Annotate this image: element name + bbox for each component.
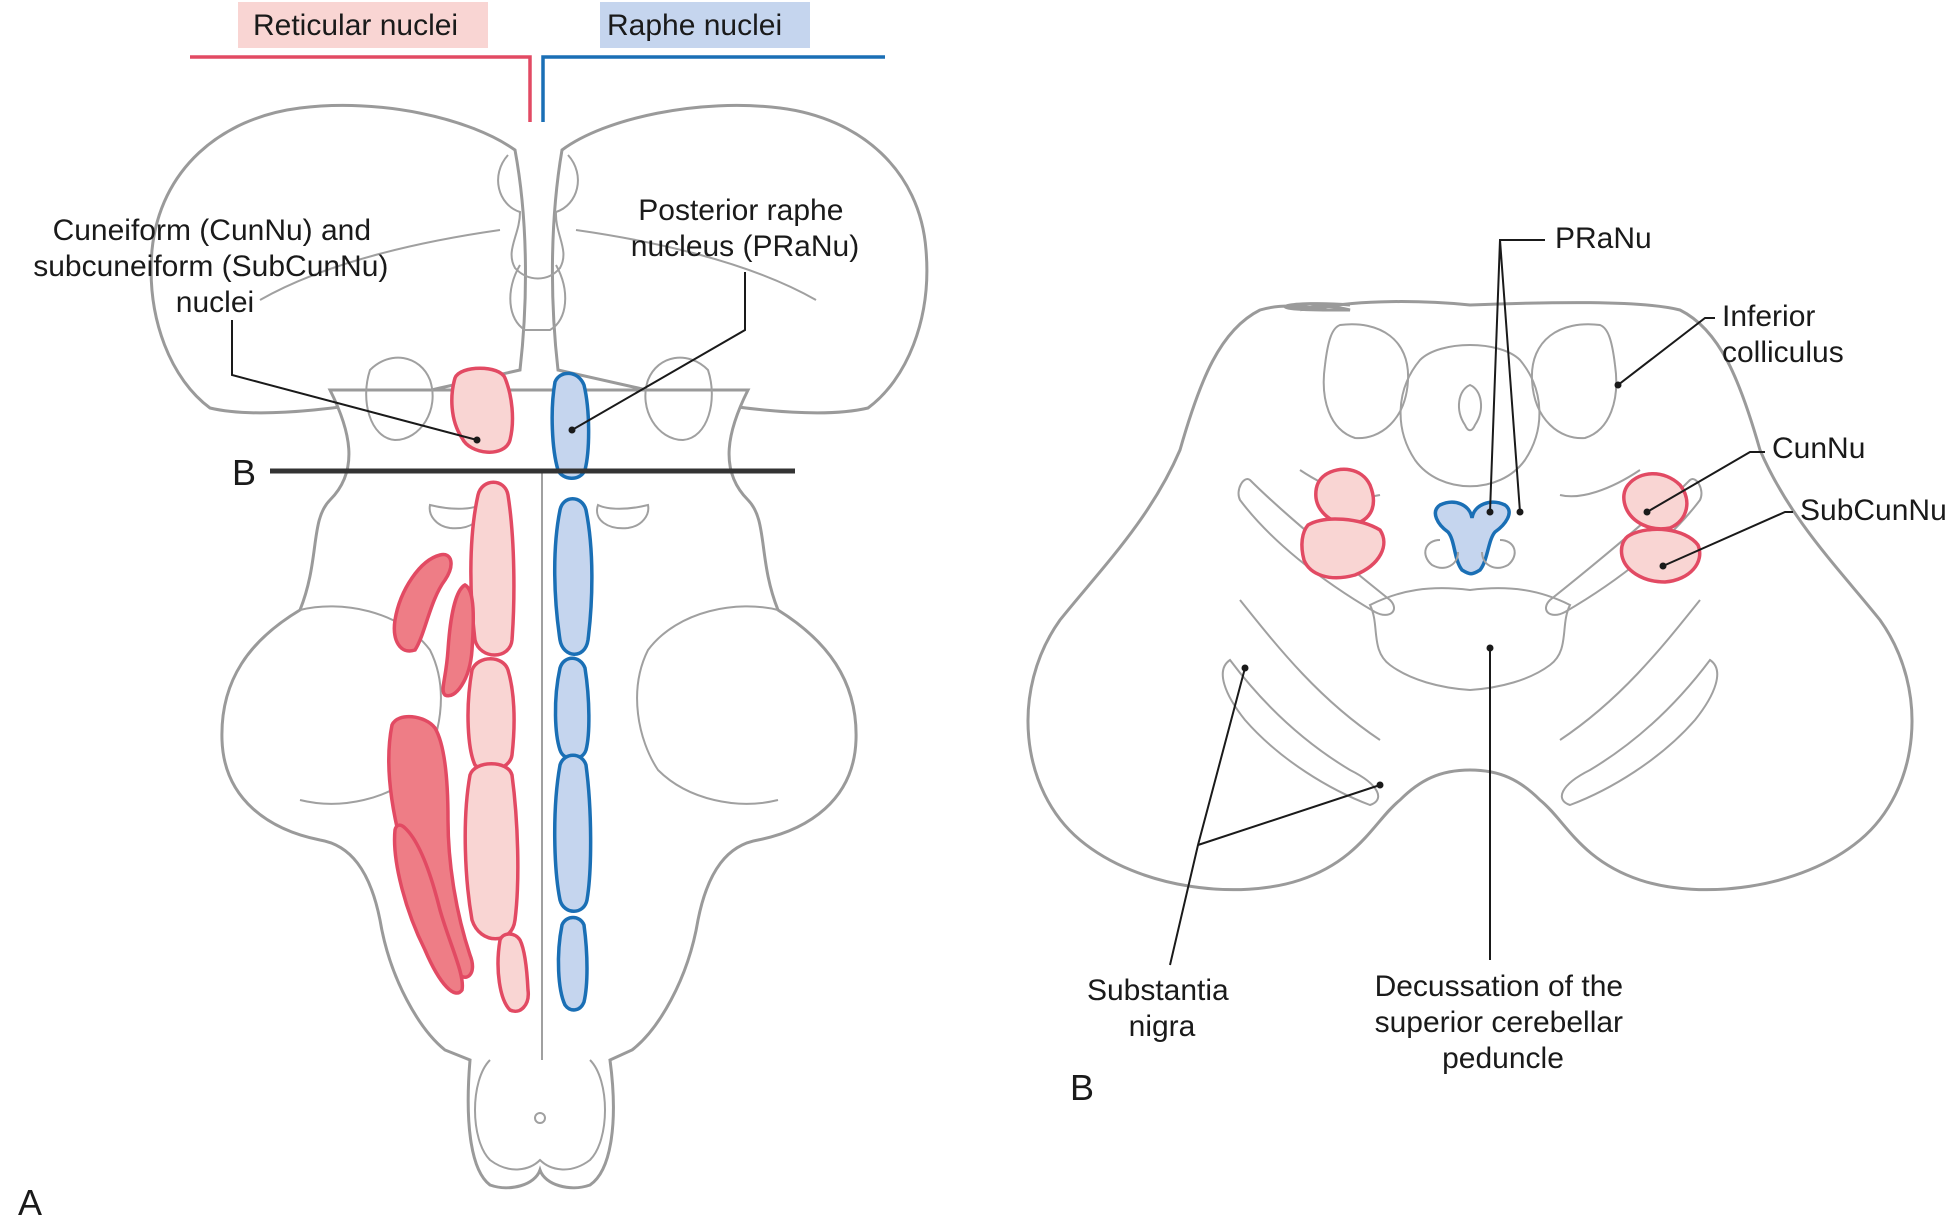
right-inferior-colliculus bbox=[1530, 323, 1618, 440]
section-marker-b: B bbox=[232, 452, 256, 493]
pranu-leader bbox=[571, 272, 746, 431]
substantia-nigra-dot-right bbox=[1376, 781, 1384, 789]
cunnu-section-label: CunNu bbox=[1772, 432, 1865, 465]
reticular-label-box bbox=[238, 2, 488, 48]
decussation-label: Decussation of the superior cerebellar p… bbox=[1375, 970, 1632, 1075]
lateral-reticular-lower bbox=[441, 583, 476, 698]
subcunnu-section-label: SubCunNu bbox=[1800, 494, 1947, 527]
left-cunnu bbox=[1314, 467, 1376, 527]
pranu-section bbox=[1433, 500, 1511, 576]
inferior-colliculus-line2: colliculus bbox=[1722, 336, 1844, 369]
panel-a: B Cuneiform (CunNu) and subcuneiform (Su… bbox=[18, 103, 929, 1223]
right-raphe-bulb bbox=[1481, 539, 1516, 569]
left-substantia-nigra bbox=[1221, 658, 1380, 807]
right-cunnu bbox=[1622, 472, 1689, 531]
midline-lobe-upper bbox=[497, 154, 579, 280]
pranu-section-label: PRaNu bbox=[1555, 222, 1652, 255]
scp-decussation bbox=[1368, 587, 1572, 692]
pranu-region-a bbox=[550, 371, 591, 480]
raphe-column-middle bbox=[553, 656, 591, 761]
decussation-line3: peduncle bbox=[1442, 1042, 1564, 1075]
cunnu-label-line1: Cuneiform (CunNu) and bbox=[53, 214, 371, 247]
left-hemisphere-inner bbox=[259, 229, 501, 301]
cunnu-region-a bbox=[450, 366, 515, 454]
cunnu-label: Cuneiform (CunNu) and subcuneiform (SubC… bbox=[33, 214, 397, 319]
raphe-bracket bbox=[541, 55, 885, 122]
pranu-label-line2: nucleus (PRaNu) bbox=[631, 230, 859, 263]
header: Reticular nuclei Raphe nuclei bbox=[190, 2, 885, 122]
inferior-colliculus-line1: Inferior bbox=[1722, 300, 1815, 333]
right-hemisphere-inner bbox=[575, 229, 817, 301]
midline-lobe-lower bbox=[509, 264, 567, 331]
substantia-nigra-line1: Substantia bbox=[1087, 974, 1229, 1007]
inferior-colliculus-leader bbox=[1617, 317, 1715, 386]
right-lemniscus bbox=[1559, 469, 1641, 498]
right-hemisphere bbox=[550, 103, 929, 415]
decussation-line1: Decussation of the bbox=[1375, 970, 1623, 1003]
reticular-column-lower bbox=[463, 762, 520, 941]
cunnu-section-leader bbox=[1646, 451, 1765, 513]
inferior-colliculus-label: Inferior colliculus bbox=[1722, 300, 1844, 369]
raphe-column-tail bbox=[556, 915, 589, 1012]
right-colliculus-lower bbox=[596, 503, 650, 530]
left-inferior-colliculus bbox=[1322, 323, 1410, 440]
cunnu-leader bbox=[231, 320, 478, 441]
decussation-dot bbox=[1486, 644, 1494, 652]
substantia-nigra-label: Substantia nigra bbox=[1087, 974, 1237, 1043]
substantia-nigra-leader bbox=[1169, 667, 1381, 966]
central-canal bbox=[534, 1112, 546, 1124]
reticular-column-middle bbox=[466, 657, 516, 772]
panel-a-letter: A bbox=[18, 1182, 42, 1223]
left-hemisphere bbox=[149, 103, 527, 415]
cerebral-aqueduct bbox=[1458, 383, 1482, 432]
inferior-colliculus-dot bbox=[1614, 381, 1622, 389]
substantia-nigra-line2: nigra bbox=[1129, 1010, 1196, 1043]
left-colliculus bbox=[365, 356, 434, 442]
raphe-label-box bbox=[600, 2, 810, 48]
reticular-bracket bbox=[190, 55, 532, 122]
brainstem-outline bbox=[220, 388, 858, 1190]
right-substantia-nigra bbox=[1560, 658, 1719, 807]
lateral-reticular-upper bbox=[392, 552, 453, 653]
left-subcunnu bbox=[1300, 517, 1386, 580]
subcunnu-section-dot bbox=[1659, 562, 1667, 570]
pranu-section-dot-left bbox=[1486, 508, 1494, 516]
subcunnu-section-leader bbox=[1662, 511, 1793, 567]
panel-b: PRaNu Inferior colliculus CunNu SubCunNu… bbox=[1026, 222, 1947, 1108]
spinal-cord-section bbox=[474, 1059, 606, 1171]
pranu-dot bbox=[568, 426, 576, 434]
left-peduncle-outline bbox=[299, 605, 442, 805]
left-crus bbox=[1239, 599, 1381, 741]
pranu-label-line1: Posterior raphe bbox=[638, 194, 843, 227]
cunnu-section-dot bbox=[1643, 508, 1651, 516]
pranu-label: Posterior raphe nucleus (PRaNu) bbox=[631, 194, 859, 263]
midbrain-section-outline bbox=[1026, 300, 1914, 892]
lateral-reticular-thin bbox=[392, 823, 465, 995]
right-peduncle-outline bbox=[636, 605, 779, 805]
raphe-column-upper bbox=[553, 497, 594, 656]
right-tegmental-tract bbox=[1545, 478, 1703, 616]
raphe-nuclei-label: Raphe nuclei bbox=[607, 9, 782, 42]
cunnu-label-line3: nuclei bbox=[176, 286, 254, 319]
cunnu-dot bbox=[473, 436, 481, 444]
raphe-column-lower bbox=[553, 753, 593, 913]
right-subcunnu bbox=[1619, 527, 1702, 584]
reticular-column-tail bbox=[496, 932, 530, 1013]
pranu-section-dot-right bbox=[1516, 508, 1524, 516]
reticular-column-upper bbox=[469, 480, 516, 657]
reticular-nuclei-label: Reticular nuclei bbox=[253, 9, 458, 42]
cunnu-label-line2: subcuneiform (SubCunNu) bbox=[33, 250, 388, 283]
substantia-nigra-dot-left bbox=[1241, 664, 1249, 672]
pranu-section-leader bbox=[1489, 239, 1545, 513]
panel-b-letter: B bbox=[1070, 1067, 1094, 1108]
right-colliculus bbox=[644, 356, 713, 442]
left-raphe-bulb bbox=[1424, 539, 1459, 569]
decussation-line2: superior cerebellar bbox=[1375, 1006, 1623, 1039]
right-crus bbox=[1559, 599, 1701, 741]
